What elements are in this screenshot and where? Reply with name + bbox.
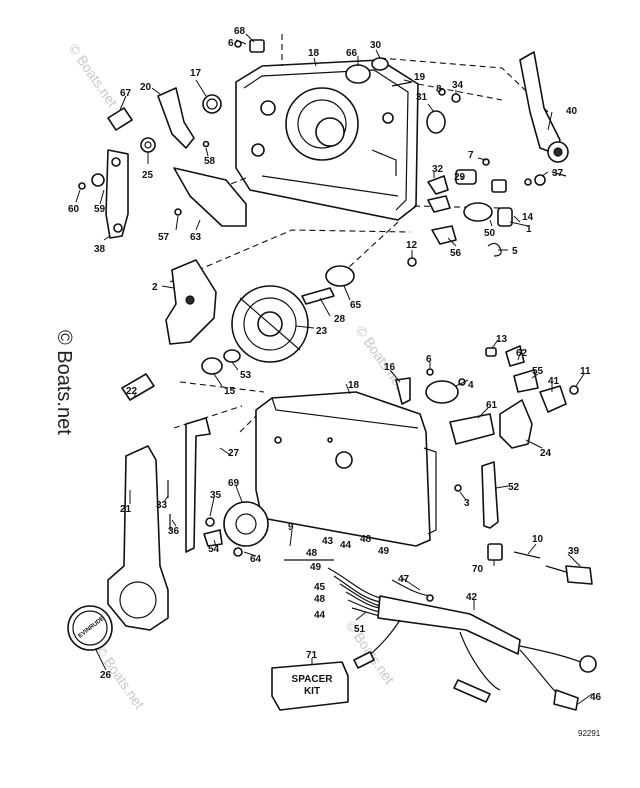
callout-50: 50 bbox=[484, 228, 496, 239]
callout-18: 18 bbox=[308, 48, 320, 59]
callout-49b: 49 bbox=[310, 562, 322, 573]
upper-housing bbox=[235, 59, 419, 221]
lever-40 bbox=[519, 51, 569, 163]
callout-52: 52 bbox=[508, 482, 520, 493]
callout-37: 37 bbox=[552, 168, 564, 179]
callout-68: 68 bbox=[234, 26, 246, 37]
callout-46: 46 bbox=[590, 692, 602, 703]
lower-housing bbox=[255, 391, 437, 547]
callout-28: 28 bbox=[334, 314, 346, 325]
callout-53: 53 bbox=[240, 370, 252, 381]
callout-57: 57 bbox=[158, 232, 170, 243]
callout-13: 13 bbox=[496, 334, 508, 345]
callout-44b: 44 bbox=[314, 610, 326, 621]
callout-47: 47 bbox=[398, 574, 410, 585]
callout-21: 21 bbox=[120, 504, 132, 515]
callout-62: 62 bbox=[516, 348, 528, 359]
callout-34: 34 bbox=[452, 80, 464, 91]
callout-42: 42 bbox=[466, 592, 478, 603]
callout-14: 14 bbox=[522, 212, 534, 223]
spacer-kit-label-line2: KIT bbox=[304, 686, 320, 697]
callout-2: 2 bbox=[152, 282, 158, 293]
callout-30: 30 bbox=[370, 40, 382, 51]
callout-41: 41 bbox=[548, 376, 560, 387]
callout-36: 36 bbox=[168, 526, 180, 537]
leader-lines bbox=[75, 33, 593, 705]
callout-labels: 68 6 18 66 30 19 8 34 31 17 20 67 25 58 … bbox=[68, 26, 602, 703]
callout-40: 40 bbox=[566, 106, 578, 117]
callout-71: 71 bbox=[306, 650, 318, 661]
callout-5: 5 bbox=[512, 246, 518, 257]
callout-51: 51 bbox=[354, 624, 366, 635]
callout-60: 60 bbox=[68, 204, 80, 215]
callout-55: 55 bbox=[532, 366, 544, 377]
callout-58: 58 bbox=[204, 156, 216, 167]
wiring-harness bbox=[284, 559, 597, 711]
callout-4: 4 bbox=[468, 380, 474, 391]
callout-19: 19 bbox=[414, 72, 426, 83]
callout-31: 31 bbox=[416, 92, 428, 103]
callout-12: 12 bbox=[406, 240, 418, 251]
right-middle-parts bbox=[395, 345, 593, 585]
callout-20: 20 bbox=[140, 82, 152, 93]
callout-18b: 18 bbox=[348, 380, 360, 391]
callout-35: 35 bbox=[210, 490, 222, 501]
callout-44: 44 bbox=[340, 540, 352, 551]
callout-11: 11 bbox=[580, 366, 591, 377]
callout-48b: 48 bbox=[306, 548, 318, 559]
callout-6b: 6 bbox=[426, 354, 432, 365]
callout-32: 32 bbox=[432, 164, 444, 175]
watermark-top: © Boats.net bbox=[66, 41, 121, 110]
callout-39: 39 bbox=[568, 546, 580, 557]
callout-66: 66 bbox=[346, 48, 358, 59]
callout-9: 9 bbox=[288, 522, 294, 533]
callout-8: 8 bbox=[436, 84, 442, 95]
callout-43: 43 bbox=[322, 536, 334, 547]
callout-63: 63 bbox=[190, 232, 202, 243]
callout-56: 56 bbox=[450, 248, 462, 259]
callout-6: 6 bbox=[228, 38, 234, 49]
callout-15: 15 bbox=[224, 386, 236, 397]
spacer-kit: SPACER KIT bbox=[271, 661, 349, 711]
callout-54: 54 bbox=[208, 544, 220, 555]
callout-45: 45 bbox=[314, 582, 326, 593]
callout-26: 26 bbox=[100, 670, 112, 681]
callout-33: 33 bbox=[156, 500, 168, 511]
callout-10: 10 bbox=[532, 534, 544, 545]
callout-1: 1 bbox=[526, 224, 532, 235]
middle-assembly bbox=[165, 259, 355, 375]
callout-64: 64 bbox=[250, 554, 262, 565]
callout-38: 38 bbox=[94, 244, 106, 255]
upper-small-parts bbox=[78, 39, 567, 267]
callout-48c: 48 bbox=[314, 594, 326, 605]
callout-23: 23 bbox=[316, 326, 328, 337]
spacer-kit-label-line1: SPACER bbox=[292, 674, 334, 685]
watermark-left: © Boats.net bbox=[53, 330, 75, 435]
callout-7: 7 bbox=[468, 150, 474, 161]
diagram-code: 92291 bbox=[578, 729, 601, 738]
callout-17: 17 bbox=[190, 68, 202, 79]
callout-22: 22 bbox=[126, 386, 138, 397]
callout-16: 16 bbox=[384, 362, 396, 373]
callout-49: 49 bbox=[378, 546, 390, 557]
callout-59: 59 bbox=[94, 204, 106, 215]
callout-65: 65 bbox=[350, 300, 362, 311]
callout-70: 70 bbox=[472, 564, 484, 575]
callout-24: 24 bbox=[540, 448, 552, 459]
callout-67: 67 bbox=[120, 88, 132, 99]
callout-3: 3 bbox=[464, 498, 470, 509]
callout-61: 61 bbox=[486, 400, 498, 411]
callout-25: 25 bbox=[142, 170, 154, 181]
callout-27: 27 bbox=[228, 448, 240, 459]
lower-left-parts bbox=[67, 373, 269, 651]
callout-48: 48 bbox=[360, 534, 372, 545]
callout-69: 69 bbox=[228, 478, 240, 489]
callout-29: 29 bbox=[454, 172, 466, 183]
